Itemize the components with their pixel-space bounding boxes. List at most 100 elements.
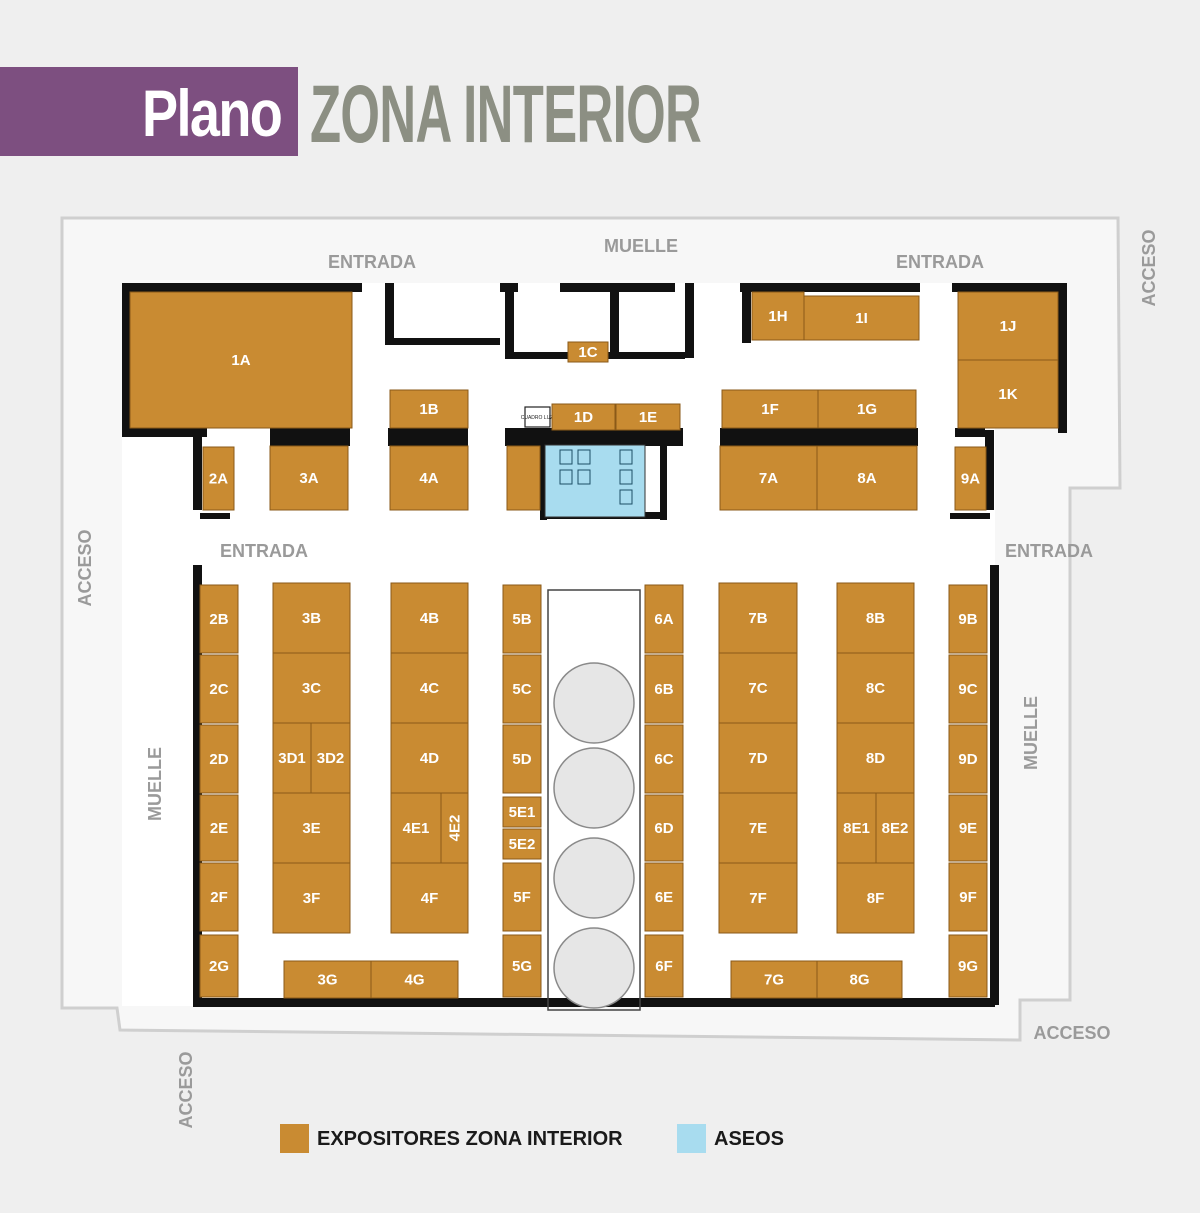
stand-label: 2F <box>210 889 228 906</box>
stand-8c[interactable] <box>836 652 915 724</box>
stand-5g[interactable] <box>502 934 542 998</box>
stand-4e2[interactable] <box>440 792 469 864</box>
stand-1d[interactable] <box>551 403 616 431</box>
stand-1a[interactable] <box>129 291 353 429</box>
wall-segment <box>985 430 994 510</box>
stand-5d[interactable] <box>502 724 542 794</box>
stand-label: 8E2 <box>882 820 909 837</box>
stand-9c[interactable] <box>948 654 988 724</box>
stand-5e2[interactable] <box>502 828 542 860</box>
header-band <box>0 67 298 156</box>
stand-2d[interactable] <box>199 724 239 794</box>
stand-9a[interactable] <box>954 446 987 511</box>
stand-3d2[interactable] <box>310 722 351 794</box>
stand-4b[interactable] <box>390 582 469 654</box>
stand-7a[interactable] <box>719 445 818 511</box>
stand-1h[interactable] <box>751 291 805 341</box>
stand-1g[interactable] <box>817 389 917 429</box>
stand-3g[interactable] <box>283 960 372 999</box>
stand-label: 9C <box>958 681 977 698</box>
stand-label: 6E <box>655 889 673 906</box>
stand-label: 7G <box>764 972 784 989</box>
stand-6d[interactable] <box>644 794 684 862</box>
stand-1f[interactable] <box>721 389 819 429</box>
stand-5b[interactable] <box>502 584 542 654</box>
stand-2e[interactable] <box>199 794 239 862</box>
stand-label: 5C <box>512 681 531 698</box>
stand-6f[interactable] <box>644 934 684 998</box>
wall-segment <box>193 430 202 510</box>
stand-9g[interactable] <box>948 934 988 998</box>
stand-label: 7D <box>748 750 767 767</box>
stand-8e1[interactable] <box>836 792 877 864</box>
stand-label: 2E <box>210 820 228 837</box>
stand-6a[interactable] <box>644 584 684 654</box>
stand-label: 9B <box>958 611 977 628</box>
stand-4e1[interactable] <box>390 792 442 864</box>
stand-4f[interactable] <box>390 862 469 934</box>
stand-6e[interactable] <box>644 862 684 932</box>
pillar <box>553 747 635 829</box>
stand-5e1[interactable] <box>502 796 542 828</box>
stand-label: 3A <box>299 470 318 487</box>
stand-7g[interactable] <box>730 960 818 999</box>
stand-2a[interactable] <box>202 446 235 511</box>
wall-segment <box>122 428 207 437</box>
stand-4d[interactable] <box>390 722 469 794</box>
stand-1b[interactable] <box>389 389 469 429</box>
wall-segment <box>660 445 667 520</box>
stand-1k[interactable] <box>957 359 1059 429</box>
stand-2c[interactable] <box>199 654 239 724</box>
stand-9e[interactable] <box>948 794 988 862</box>
stand-1i[interactable] <box>803 295 920 341</box>
pillar <box>553 927 635 1009</box>
stand-5c[interactable] <box>502 654 542 724</box>
wall-segment <box>200 513 230 519</box>
stand-9f[interactable] <box>948 862 988 932</box>
stand-3a[interactable] <box>269 445 349 511</box>
stand-label: 3C <box>302 680 321 697</box>
stand-4a[interactable] <box>389 445 469 511</box>
stand-7d[interactable] <box>718 722 798 794</box>
stand-8a[interactable] <box>816 445 918 511</box>
wall-segment <box>610 283 619 353</box>
stand-6c[interactable] <box>644 724 684 794</box>
stand-7f[interactable] <box>718 862 798 934</box>
stand-1c[interactable] <box>567 341 609 363</box>
stand-3f[interactable] <box>272 862 351 934</box>
wall-segment <box>952 283 1067 292</box>
legend-swatch-toilets <box>677 1124 706 1153</box>
stand-2b[interactable] <box>199 584 239 654</box>
stand-8g[interactable] <box>816 960 903 999</box>
stand-label: 3E <box>302 820 320 837</box>
stand-2g[interactable] <box>199 934 239 998</box>
stand-label: 8B <box>866 610 885 627</box>
stand-2f[interactable] <box>199 862 239 932</box>
stand-6b[interactable] <box>644 654 684 724</box>
stand-4g[interactable] <box>370 960 459 999</box>
stand-8d[interactable] <box>836 722 915 794</box>
stand-1e[interactable] <box>615 403 681 431</box>
stand-3b[interactable] <box>272 582 351 654</box>
map-label-acceso-bottom-left: ACCESO <box>176 1051 196 1128</box>
legend-label-toilets: ASEOS <box>714 1128 785 1150</box>
stand-3c[interactable] <box>272 652 351 724</box>
toilet-cubicle <box>619 449 633 465</box>
stand-8f[interactable] <box>836 862 915 934</box>
stand-label: 9A <box>961 471 980 488</box>
stand-8e2[interactable] <box>875 792 915 864</box>
stand-1j[interactable] <box>957 291 1059 361</box>
stand-label: 8E1 <box>843 820 870 837</box>
stand-5f[interactable] <box>502 862 542 932</box>
stand-label: 4E1 <box>403 820 430 837</box>
wall-segment <box>540 445 547 520</box>
stand-9b[interactable] <box>948 584 988 654</box>
wall-segment <box>505 283 514 358</box>
stand-label: 5E2 <box>509 836 536 853</box>
stand-label: 1E <box>639 409 657 426</box>
stand-8b[interactable] <box>836 582 915 654</box>
stand-9d[interactable] <box>948 724 988 794</box>
stand-label: 9F <box>959 889 977 906</box>
stand-4c[interactable] <box>390 652 469 724</box>
stand-label: 1J <box>1000 318 1017 335</box>
